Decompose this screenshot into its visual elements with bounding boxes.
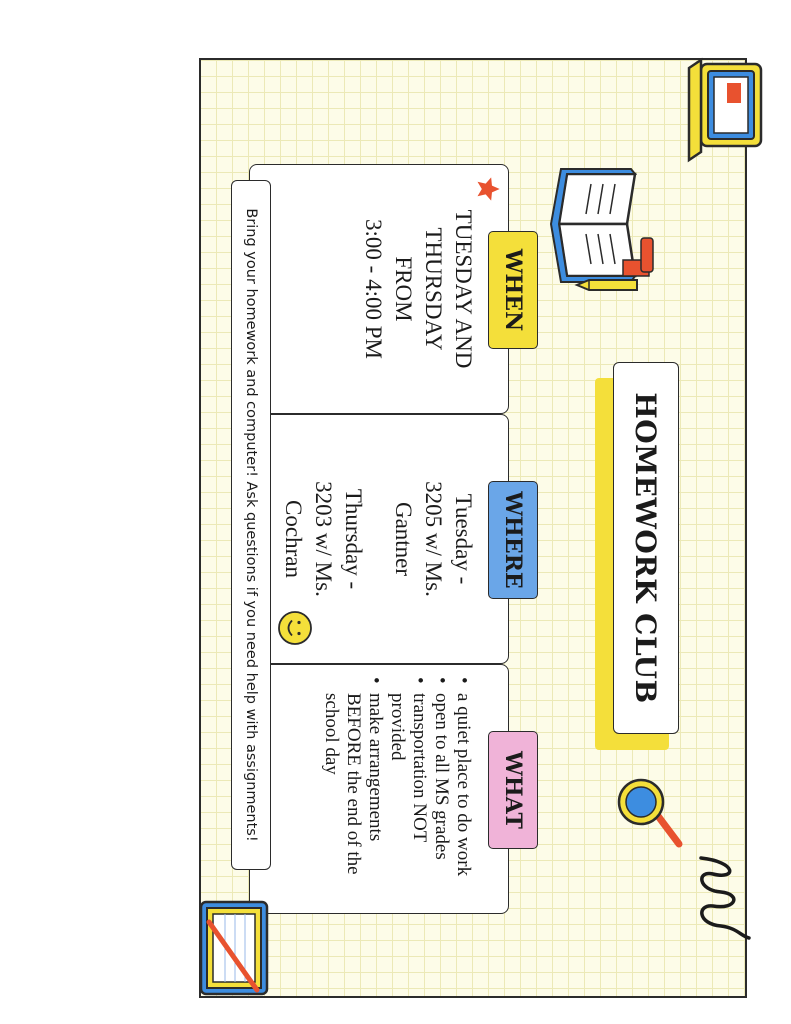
what-heading: WHAT — [500, 751, 526, 829]
page-title: HOMEWORK CLUB — [629, 392, 663, 704]
what-list: a quiet place to do work open to all MS … — [320, 673, 474, 905]
where-line: Tuesday - — [451, 493, 476, 585]
list-item: a quiet place to do work — [452, 673, 474, 905]
where-line: Thursday - — [341, 488, 366, 590]
footer-box: Bring your homework and computer! Ask qu… — [231, 180, 271, 870]
list-item: open to all MS grades — [430, 673, 452, 905]
when-body: TUESDAY AND THURSDAY FROM 3:00 - 4:00 PM — [358, 165, 478, 413]
notebook-icon — [199, 900, 269, 996]
where-tag: WHERE — [488, 481, 538, 599]
where-line: Gantner — [391, 501, 416, 577]
where-heading: WHERE — [500, 491, 526, 589]
list-item: transportation NOT provided — [386, 673, 430, 905]
magnifying-glass-icon — [617, 778, 683, 848]
when-line: FROM — [391, 256, 416, 322]
squiggle-icon — [699, 856, 751, 940]
footer-note: Bring your homework and computer! Ask qu… — [243, 208, 259, 842]
when-card: WHEN TUESDAY AND THURSDAY FROM 3:00 - 4:… — [249, 164, 538, 414]
pencil-icon — [574, 279, 638, 291]
when-heading: WHEN — [500, 248, 526, 332]
laptop-icon — [687, 57, 763, 163]
where-line: 3205 w/ Ms. — [421, 481, 446, 597]
when-line: THURSDAY — [421, 227, 446, 351]
when-line: 3:00 - 4:00 PM — [361, 219, 386, 359]
title-box: HOMEWORK CLUB — [613, 362, 679, 734]
star-icon — [477, 177, 500, 201]
what-card: WHAT a quiet place to do work open to al… — [249, 664, 538, 914]
when-tag: WHEN — [488, 231, 538, 349]
where-card: WHERE Tuesday - 3205 w/ Ms. Gantner Thur… — [249, 414, 538, 664]
homework-club-flyer: HOMEWORK CLUB WHEN TUESDAY AND THURSDAY … — [199, 57, 763, 998]
what-tag: WHAT — [488, 731, 538, 849]
smiley-face-icon — [278, 611, 312, 645]
open-book-icon — [549, 168, 654, 283]
list-item: make arrangements BEFORE the end of the … — [320, 673, 386, 905]
